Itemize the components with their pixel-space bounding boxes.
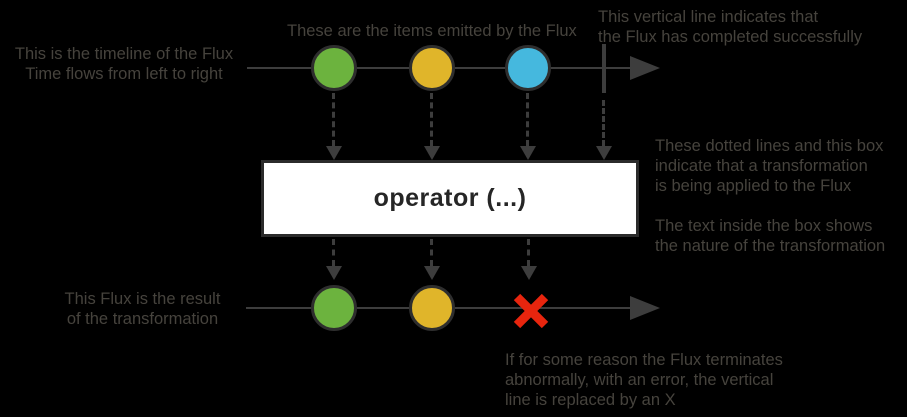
operator-box: operator (...) [261, 160, 639, 237]
annotation-complete-line1: This vertical line indicates that [598, 8, 819, 26]
source-marble-blue [505, 45, 551, 91]
dashed-line-error-out [527, 239, 530, 266]
arrow-down-error-out-icon [521, 266, 537, 280]
arrow-down-green-out-icon [326, 266, 342, 280]
annotation-error-line1: If for some reason the Flux terminates [505, 351, 783, 369]
annotation-complete-line2: the Flux has completed successfully [598, 28, 863, 46]
annotation-items: These are the items emitted by the Flux [287, 21, 577, 41]
annotation-result: This Flux is the result of the transform… [55, 289, 230, 329]
annotation-transform-line3: is being applied to the Flux [655, 177, 852, 195]
arrow-down-yellow-out-icon [424, 266, 440, 280]
result-marble-yellow [409, 285, 455, 331]
complete-marker [602, 44, 606, 93]
source-marble-green [311, 45, 357, 91]
result-timeline-arrow-icon [630, 296, 660, 320]
annotation-box-text: The text inside the box shows the nature… [655, 216, 885, 256]
arrow-down-yellow-in-icon [424, 146, 440, 160]
arrow-down-green-in-icon [326, 146, 342, 160]
annotation-items-line1: These are the items emitted by the Flux [287, 22, 577, 40]
annotation-transform-line1: These dotted lines and this box [655, 137, 884, 155]
annotation-result-line2: of the transformation [66, 310, 219, 328]
annotation-error: If for some reason the Flux terminates a… [505, 350, 783, 410]
annotation-transform: These dotted lines and this box indicate… [655, 136, 883, 196]
arrow-down-blue-in-icon [520, 146, 536, 160]
source-timeline-arrow-icon [630, 56, 660, 80]
dashed-line-blue-in [526, 93, 529, 146]
annotation-box-text-line2: the nature of the transformation [655, 237, 886, 255]
annotation-error-line2: abnormally, with an error, the vertical [505, 371, 774, 389]
dashed-line-green-in [332, 93, 335, 146]
annotation-timeline-line1: This is the timeline of the Flux [14, 45, 234, 63]
source-marble-yellow [409, 45, 455, 91]
arrow-down-complete-in-icon [596, 146, 612, 160]
result-marble-green [311, 285, 357, 331]
annotation-box-text-line1: The text inside the box shows [655, 217, 873, 235]
error-x-icon [513, 293, 549, 329]
annotation-complete: This vertical line indicates that the Fl… [598, 7, 862, 47]
annotation-error-line3: line is replaced by an X [505, 391, 676, 409]
dashed-line-yellow-in [430, 93, 433, 146]
operator-label: operator (...) [373, 184, 527, 212]
annotation-result-line1: This Flux is the result [64, 290, 221, 308]
annotation-timeline-line2: Time flows from left to right [25, 65, 223, 83]
dashed-line-yellow-out [430, 239, 433, 266]
annotation-transform-line2: indicate that a transformation [655, 157, 868, 175]
dashed-line-green-out [332, 239, 335, 266]
dashed-line-complete-in [602, 100, 605, 146]
annotation-timeline: This is the timeline of the Flux Time fl… [10, 44, 238, 84]
